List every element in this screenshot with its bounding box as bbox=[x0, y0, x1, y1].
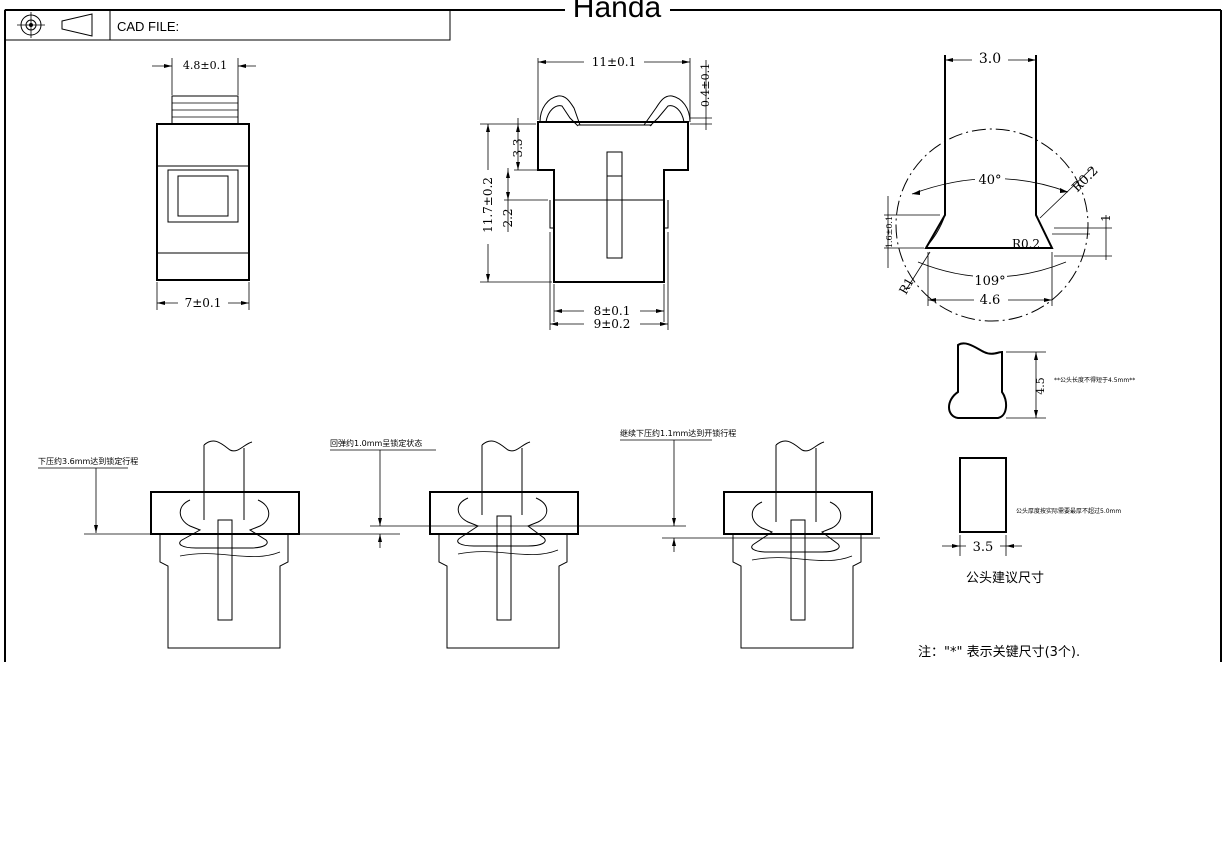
dim-male-width: 3.5 bbox=[973, 540, 994, 555]
front-view: 11±0.1 0.4±0.1 11.7±0.2 3.3 2.2 8±0.1 bbox=[480, 55, 712, 331]
stage-1-label: 下压约3.6mm达到锁定行程 bbox=[38, 456, 138, 466]
male-caption: 公头建议尺寸 bbox=[966, 571, 1044, 586]
dim-detail-left: 1.6±0.1 bbox=[885, 216, 894, 248]
stage-3: 继续下压约1.1mm达到开锁行程 bbox=[620, 428, 880, 649]
radius-inner: R0.2 bbox=[1012, 237, 1040, 251]
angle-bottom: 109° bbox=[974, 274, 1005, 289]
dim-detail-right: 1 bbox=[1099, 214, 1113, 222]
radius-right: R0.2 bbox=[1069, 163, 1101, 195]
dim-detail-top: 3.0 bbox=[979, 51, 1001, 67]
stage-2-label: 回弹约1.0mm呈锁定状态 bbox=[330, 438, 422, 448]
male-length-note: **公头长度不得短于4.5mm** bbox=[1054, 376, 1135, 384]
dim-front-height: 11.7±0.2 bbox=[481, 177, 495, 233]
angle-top: 40° bbox=[978, 173, 1001, 188]
dim-detail-bottom: 4.6 bbox=[980, 293, 1001, 308]
male-side-view: 4.5 **公头长度不得短于4.5mm** bbox=[948, 342, 1135, 419]
dim-front-lower: 2.2 bbox=[501, 208, 515, 227]
top-view: 4.8±0.1 7±0.1 bbox=[152, 58, 256, 310]
male-front-view: 3.5 公头厚度按实际需要最厚不超过5.0mm 公头建议尺寸 bbox=[942, 457, 1121, 586]
brand-title: Handa bbox=[573, 0, 662, 24]
dim-front-top-width: 11±0.1 bbox=[592, 55, 636, 69]
cad-file-label: CAD FILE: bbox=[117, 19, 179, 34]
title-block: CAD FILE: Handa bbox=[4, 0, 662, 41]
dim-front-upper: 3.3 bbox=[511, 138, 525, 157]
stage-3-label: 继续下压约1.1mm达到开锁行程 bbox=[620, 428, 736, 438]
dim-inner-width: 8±0.1 bbox=[594, 304, 631, 318]
drawing-frame bbox=[4, 9, 1222, 662]
footnote: 注："*" 表示关键尺寸(3个). bbox=[918, 645, 1080, 660]
male-thickness-note: 公头厚度按实际需要最厚不超过5.0mm bbox=[1016, 507, 1121, 515]
stage-1: 下压约3.6mm达到锁定行程 bbox=[38, 440, 400, 649]
detail-view: 3.0 40° R0.2 R0.2 1 1.6±0.1 R1 109° 4.6 bbox=[884, 51, 1113, 322]
dim-body-width: 7±0.1 bbox=[185, 296, 222, 310]
stage-2: 回弹约1.0mm呈锁定状态 bbox=[330, 438, 686, 649]
dim-front-gap: 0.4±0.1 bbox=[699, 63, 712, 107]
projection-symbol-icon bbox=[17, 12, 93, 38]
dim-male-height: 4.5 bbox=[1034, 377, 1047, 395]
dim-top-width: 4.8±0.1 bbox=[183, 59, 227, 72]
dim-outer-width: 9±0.2 bbox=[594, 317, 631, 331]
